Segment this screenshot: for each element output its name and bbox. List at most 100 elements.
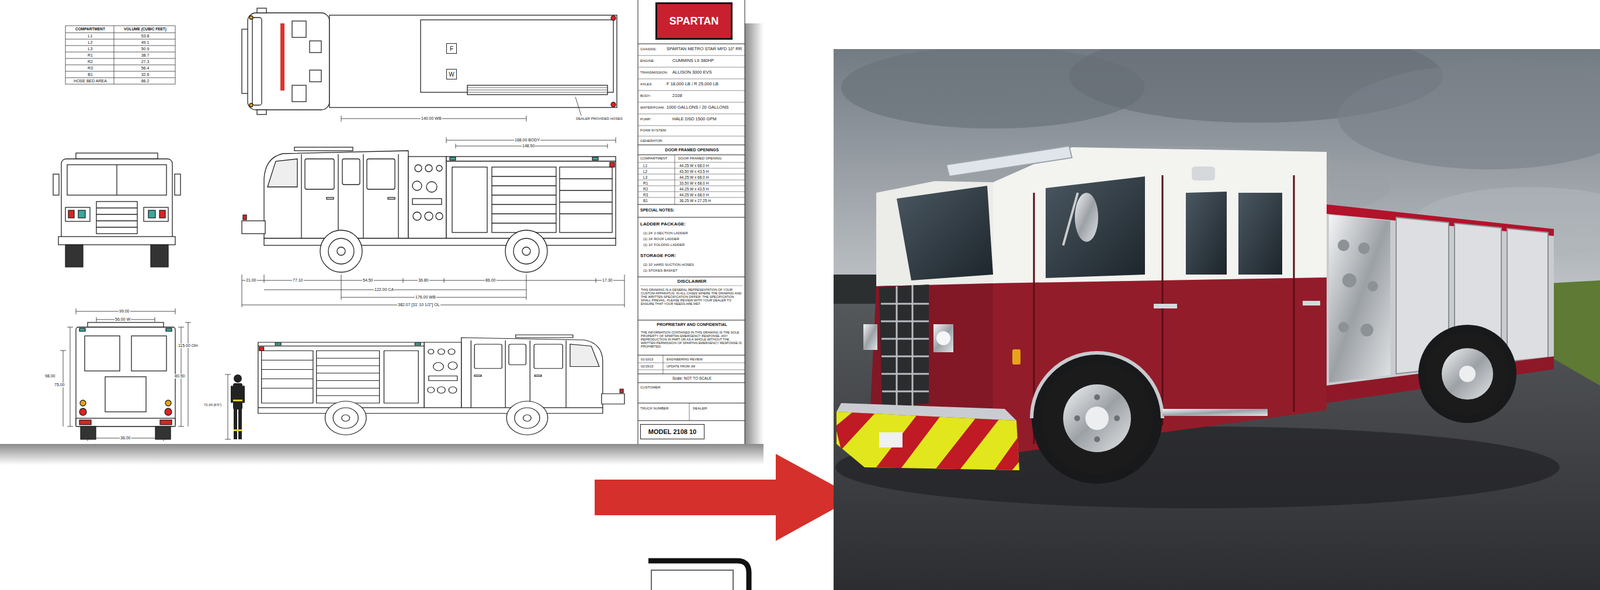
spec-text: DOOR FRAMED OPENING [677,156,723,161]
spec-text: TRANSMISSION: [639,70,669,75]
spec-text: HALE DSD 1500 GPM [671,116,745,122]
table-cell: VOLUME (CUBIC FEET) [113,26,177,31]
spec-text: Scale: NOT TO SCALE [637,376,746,381]
spec-text: TRUCK NUMBER: [639,406,671,411]
table-cell: R1 [65,53,116,58]
dimension-label: 168.00 BODY [514,137,541,143]
spec-text: L1 [642,163,648,168]
marker-box: W [446,68,457,80]
table-cell: B1 [65,72,116,78]
table-cell: 86.2 [113,78,177,84]
dimension-label: 148.50 [521,143,536,149]
dimension-label: 36.80 [417,278,430,283]
spec-text: FOAM SYSTEM: [639,128,668,133]
spec-text: 36.25 W x 27.25 H [678,198,712,203]
spec-text: F 18,000 LB / R 25,000 LB [665,81,745,87]
side-view-other [258,334,625,435]
rear-view [75,322,176,440]
dimension-label: 75.00 [53,382,66,388]
dimension-label: 17.30 [601,278,614,283]
logo-box: SPARTAN [655,2,733,40]
spec-text: 33.50 W x 68.0 H [678,181,710,186]
spec-text: AXLES: [639,82,654,87]
spec-text: 44.25 W x 68.0 H [678,192,710,197]
spec-text: ALLISON 3000 EVS [671,70,745,75]
table-cell: 56.4 [113,66,177,71]
spec-text: DISCLAIMER [637,279,746,285]
spec-text: R3 [642,192,649,197]
spec-text: L2 [642,169,648,174]
spec-text: SPECIAL NOTES: [639,207,676,213]
spec-text: (1) 14' ROOF LADDER [642,237,680,242]
spec-text: 2108 [671,93,745,99]
dimension-label: 80.50 [174,373,186,379]
marker-box: F [446,43,457,54]
dimension-label: 98.00 [44,373,57,379]
spec-text: (1) 10' FOLDING LADDER [642,243,686,248]
spec-text: 02/15/23 [640,364,654,369]
spec-text: 44.25 W x 43.5 H [678,186,710,192]
spec-text: BODY: [639,94,652,99]
firefighter-figure [230,374,245,440]
dimension-label: 99.00 [118,309,131,314]
table-cell: 32.6 [113,72,177,78]
dimension-label: 86.00 [484,278,497,283]
top-view [241,8,617,116]
spec-text: B1 [642,198,649,203]
front-view [53,153,181,267]
node-text: F [449,45,454,52]
spec-text: STORAGE FOR: [639,253,677,259]
spec-text: 1000 GALLONS / 20 GALLONS [665,105,745,110]
node-text: MODEL 2108 10 [648,428,697,436]
node-text: SPARTAN [669,15,719,28]
spec-text: (2) 10' HARD SUCTION HOSES [642,262,695,267]
table-cell: COMPARTMENT [65,26,116,31]
spec-text: R1 [642,181,649,186]
spec-text: LADDER PACKAGE: [639,221,687,228]
table-cell: 53.8 [113,33,177,39]
spec-text: 01/10/23 [640,357,654,362]
dimension-label: 176.00 WB [414,294,437,300]
spec-text: L3 [642,175,648,180]
red-arrow [594,453,856,541]
table-cell: R3 [65,66,116,71]
table-cell: R2 [65,59,116,65]
dimension-label: 382.07 [31' 10 1/2"] OL [397,302,441,308]
spec-text: ENGINE: [639,58,656,64]
spec-text: PROPRIETARY AND CONFIDENTIAL [637,322,746,328]
table-cell: 49.1 [113,40,177,45]
table-cell: L1 [65,33,116,39]
truck-photo [833,49,1600,590]
node-text: W [448,71,454,78]
spec-text: THE INFORMATION CONTAINED IN THIS DRAWIN… [640,330,744,349]
spec-text: WATER/FOAM: [639,105,666,110]
spec-text: DEALER: [692,406,709,411]
spec-text: COMPARTMENT [639,156,668,161]
table-cell: L2 [65,40,116,45]
spec-text: PUMP: [639,117,652,122]
table-cell: HOSE BED AREA [65,78,116,84]
spec-text: (1) 24' 2-SECTION LADDER [642,231,689,236]
volume-table [65,25,176,85]
dimension-label: 36.00 [119,435,132,441]
spec-text: SPARTAN METRO STAR MFD 10" RR [665,46,745,52]
spec-text: (1) STOKES BASKET [642,268,679,273]
model-box: MODEL 2108 10 [640,424,705,440]
spec-text: R2 [642,186,649,192]
spec-text: DOOR FRAMED OPENINGS [637,147,746,153]
table-cell: L3 [65,46,116,52]
spec-text: 44.25 W x 68.0 H [678,163,710,168]
table-cell: 38.7 [113,53,177,58]
dimension-label: 115.00 OH [177,343,199,349]
spec-text: CHASSIS: [639,47,658,52]
spec-text: 44.25 W x 68.0 H [678,175,710,180]
dimension-label: 140.00 WB [420,116,443,121]
bracket [648,560,749,590]
dimension-label: 56.00 W [114,317,131,322]
spec-text: 43.50 W x 43.5 H [678,169,710,174]
dimension-label: 54.50 [362,278,374,283]
side-view [241,147,616,273]
spec-text: CUSTOMER: [639,385,662,390]
dimension-lines [60,115,625,442]
